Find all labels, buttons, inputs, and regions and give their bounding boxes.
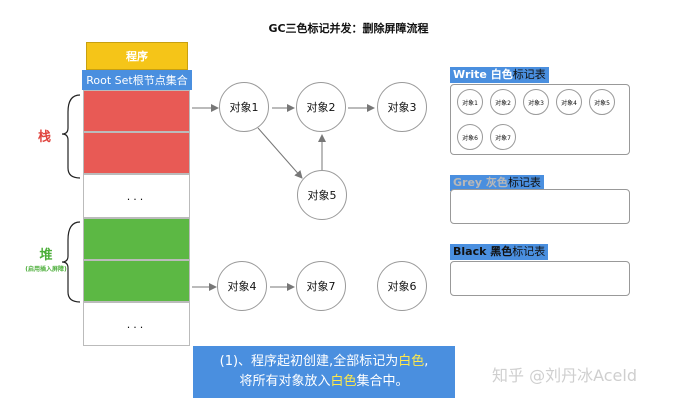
white-item-obj6: 对象6	[457, 124, 483, 150]
white-item-obj7: 对象7	[490, 124, 516, 150]
diagram-title: GC三色标记并发：删除屏障流程	[268, 22, 429, 35]
caption-line1-highlight: 白色	[398, 354, 425, 369]
node-obj3: 对象3	[377, 82, 427, 132]
stack-cell-1	[83, 90, 190, 132]
white-item-obj1: 对象1	[457, 89, 483, 115]
caption-line2-text: 将所有对象放入	[239, 374, 331, 389]
program-block: 程序	[86, 42, 188, 70]
caption-line1-text: (1)、程序起初创建,全部标记为	[219, 354, 399, 369]
node-obj2: 对象2	[296, 82, 346, 132]
black-table-title-prefix: Black	[453, 245, 487, 258]
grey-table-title-suffix: 标记表	[507, 176, 541, 189]
node-obj5: 对象5	[297, 170, 347, 220]
white-item-obj5: 对象5	[589, 89, 615, 115]
black-table-title-suffix: 标记表	[512, 245, 546, 258]
white-table-title-color: 白色	[490, 68, 513, 81]
caption-line1-end: ,	[424, 354, 429, 369]
arrow-obj1-obj5	[257, 127, 303, 179]
stack-cell-2	[83, 132, 190, 174]
step-caption: (1)、程序起初创建,全部标记为白色, 将所有对象放入白色集合中。	[193, 346, 455, 398]
node-obj1: 对象1	[219, 82, 269, 132]
stack-label: 栈	[38, 130, 52, 145]
white-item-obj2: 对象2	[490, 89, 516, 115]
heap-cell-1	[83, 218, 190, 260]
white-table-title: Write 白色标记表	[450, 67, 549, 83]
heap-label: 堆	[39, 248, 53, 263]
watermark: 知乎 @刘丹冰Aceld	[492, 366, 637, 385]
grey-table-title-color: 灰色	[485, 176, 508, 189]
white-item-obj3: 对象3	[523, 89, 549, 115]
white-item-obj4: 对象4	[556, 89, 582, 115]
black-table-title-color: 黑色	[490, 245, 513, 258]
root-set-header: Root Set根节点集合	[82, 70, 192, 90]
black-table-title: Black 黑色标记表	[450, 244, 549, 260]
grey-table-panel	[450, 189, 630, 224]
heap-brace	[61, 221, 81, 303]
caption-line2-end: 集合中。	[356, 374, 409, 389]
grey-table-title-prefix: Grey	[453, 176, 483, 189]
black-table-panel	[450, 261, 630, 296]
heap-cell-ellipsis: ...	[83, 302, 190, 346]
grey-table-title: Grey 灰色标记表	[450, 175, 544, 191]
white-table-title-prefix: Write	[453, 68, 487, 81]
heap-cell-2	[83, 260, 190, 302]
caption-line2-highlight: 白色	[330, 374, 357, 389]
white-table-title-suffix: 标记表	[512, 68, 546, 81]
node-obj7: 对象7	[296, 261, 346, 311]
caption-line-1: (1)、程序起初创建,全部标记为白色,	[193, 352, 455, 372]
caption-line-2: 将所有对象放入白色集合中。	[193, 372, 455, 392]
heap-sublabel: (启用插入屏障)	[25, 266, 67, 273]
node-obj4: 对象4	[217, 261, 267, 311]
stack-cell-ellipsis: ...	[83, 174, 190, 218]
stack-brace	[61, 94, 81, 179]
node-obj6: 对象6	[377, 261, 427, 311]
